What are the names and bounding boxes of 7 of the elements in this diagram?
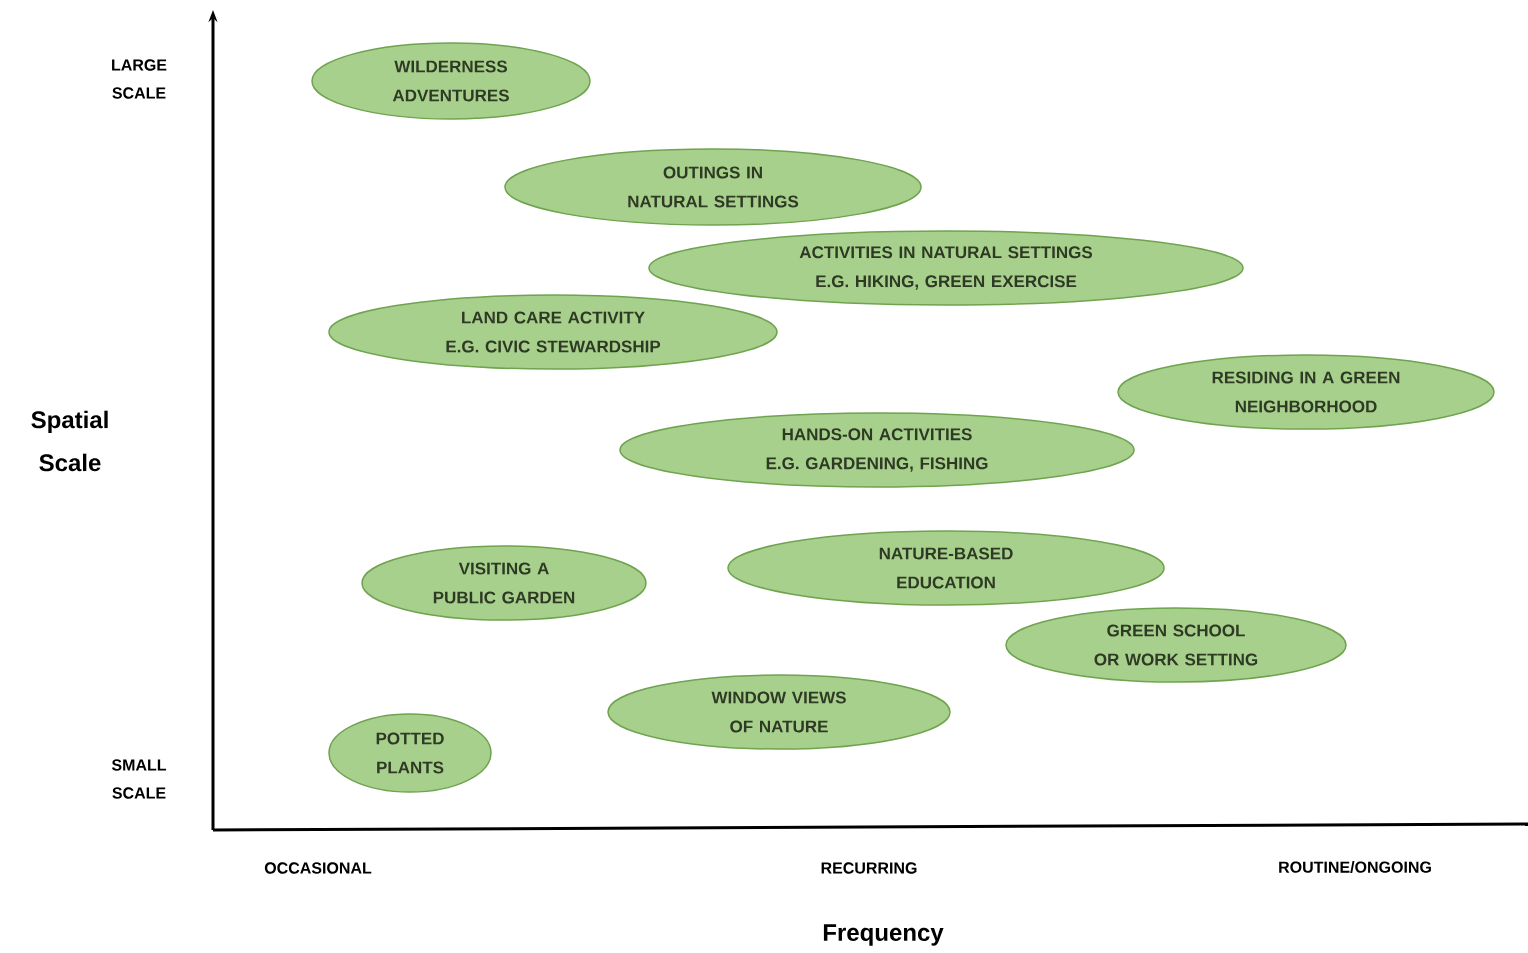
axis-title: Frequency <box>823 924 944 946</box>
scale-label: SMALL SCALE <box>111 759 167 799</box>
frequency-label: OCCASIONAL <box>264 862 372 874</box>
frequency-label: RECURRING <box>821 862 917 874</box>
axis-title: Spatial Scale <box>31 410 108 472</box>
scale-label: LARGE SCALE <box>112 59 167 99</box>
frequency-label: ROUTINE/ONGOING <box>1279 861 1431 873</box>
